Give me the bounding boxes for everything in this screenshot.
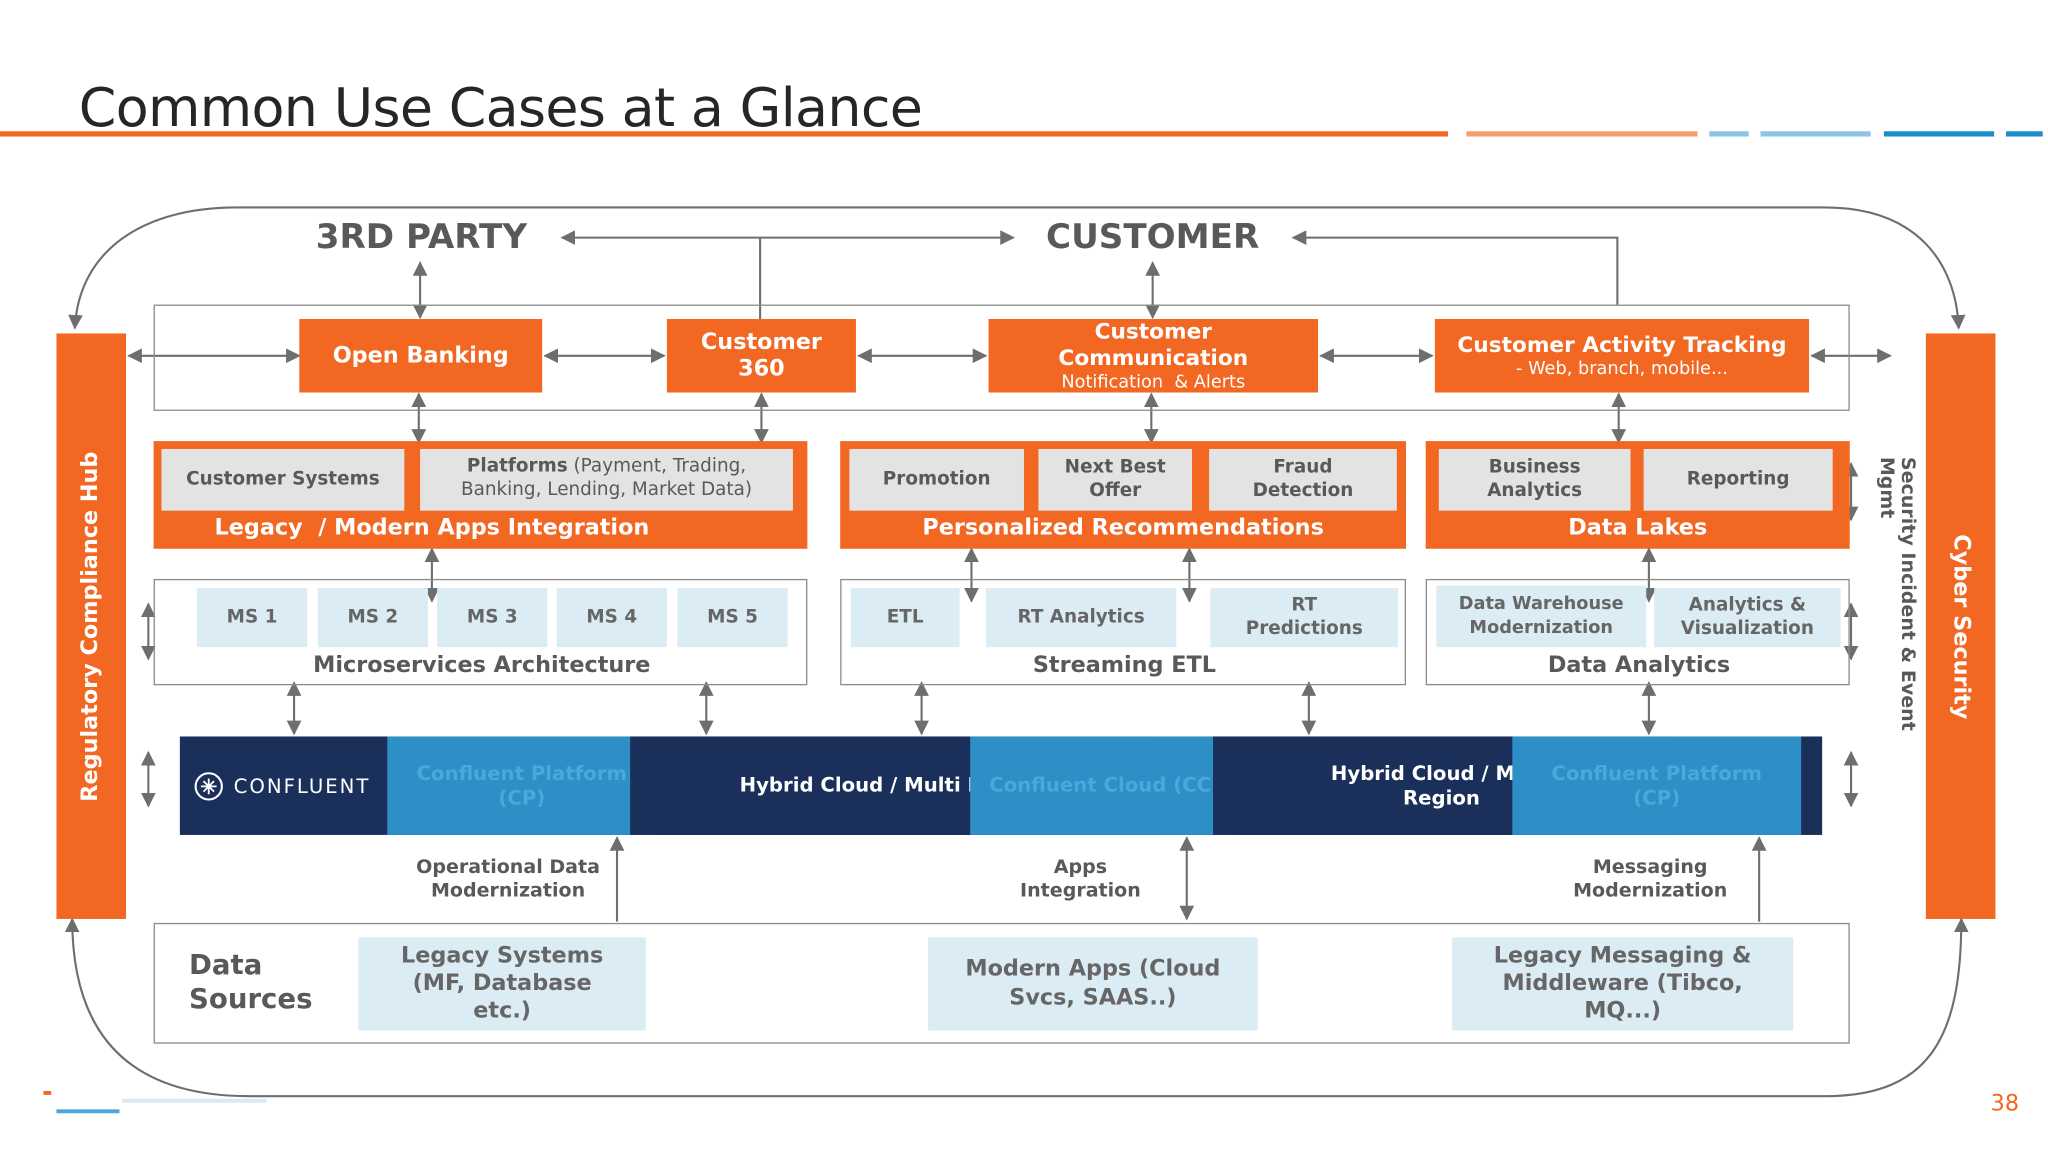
streaming-etl-label: Streaming ETL [1032,652,1217,679]
promotion-box: Promotion [849,448,1024,511]
ms-5-box: MS 5 [677,588,788,648]
customer-label: CUSTOMER [1046,217,1260,258]
title-rule-sky-2 [1760,131,1871,137]
data-analytics-frame: Data Warehouse Modernization Analytics &… [1425,578,1850,686]
legacy-messaging-box: Legacy Messaging & Middleware (Tibco, MQ… [1451,937,1794,1031]
footer-logo-mark [43,1083,274,1117]
confluent-cloud-segment: Confluent Cloud (CC) [970,736,1240,835]
customer-communication-box: Customer Communication Notification & Al… [988,319,1319,393]
regulatory-compliance-bar: Regulatory Compliance Hub [56,333,127,919]
ms-3-box: MS 3 [437,588,548,648]
analytics-visualization-box: Analytics & Visualization [1654,588,1841,648]
next-best-offer-box: Next Best Offer [1038,448,1193,511]
microservices-label: Microservices Architecture [313,652,651,679]
title-rule-sky-1 [1709,131,1749,137]
cyber-security-label: Cyber Security [1947,533,1975,719]
modern-apps-box: Modern Apps (Cloud Svcs, SAAS..) [928,937,1258,1031]
rt-predictions-box: RT Predictions [1210,588,1399,648]
microservices-frame: MS 1 MS 2 MS 3 MS 4 MS 5 Microservices A… [153,578,808,686]
open-banking-label: Open Banking [332,342,509,369]
regulatory-compliance-label: Regulatory Compliance Hub [77,451,105,802]
business-analytics-box: Business Analytics [1438,448,1631,511]
confluent-platform-segment-2: Confluent Platform (CP) [1512,736,1802,835]
data-sources-frame: Data Sources Legacy Systems (MF, Databas… [153,922,1850,1044]
confluent-platform-segment-1: Confluent Platform (CP) [387,736,657,835]
apps-integration-label: Apps Integration [1020,857,1141,903]
fraud-detection-box: Fraud Detection [1209,448,1397,511]
third-party-label: 3RD PARTY [315,217,528,258]
ms-2-box: MS 2 [317,588,428,648]
data-warehouse-box: Data Warehouse Modernization [1436,585,1647,648]
platforms-box: Platforms (Payment, Trading, Banking, Le… [420,448,793,511]
customer-communication-sub: Notification & Alerts [1061,371,1246,393]
security-incident-label: Security Incident & Event Mgmt [1875,456,1919,731]
data-lakes-band: Business Analytics Reporting Data Lakes [1425,441,1850,549]
title-rule-blue-2 [2005,131,2043,137]
legacy-band-label: Legacy / Modern Apps Integration [214,514,650,541]
data-sources-label: Data Sources [189,949,313,1016]
cyber-security-bar: Cyber Security [1925,333,1996,919]
title-rule-blue-1 [1883,131,1995,137]
rt-analytics-box: RT Analytics [985,588,1177,648]
data-lakes-band-label: Data Lakes [1568,514,1708,541]
legacy-systems-box: Legacy Systems (MF, Database etc.) [358,937,646,1031]
personalized-band-label: Personalized Recommendations [922,514,1324,541]
customer-activity-sub: - Web, branch, mobile... [1516,358,1728,380]
title-rule-peach [1466,131,1698,137]
ms-1-box: MS 1 [196,588,308,648]
messaging-modernization-label: Messaging Modernization [1573,857,1728,903]
apps-row-frame [153,304,1850,411]
confluent-bar: CONFLUENT Confluent Platform (CP) Hybrid… [179,736,1823,835]
customer-360-box: Customer 360 [666,319,856,393]
streaming-etl-frame: ETL RT Analytics RT Predictions Streamin… [840,578,1407,686]
title-rule-orange [0,131,1449,137]
confluent-logo: CONFLUENT [193,736,390,834]
operational-data-label: Operational Data Modernization [416,857,600,903]
personalized-band: Promotion Next Best Offer Fraud Detectio… [840,441,1407,549]
etl-box: ETL [850,588,960,648]
customer-activity-label: Customer Activity Tracking [1457,332,1787,358]
platforms-bold: Platforms [466,455,568,477]
customer-systems-box: Customer Systems [161,448,405,511]
customer-activity-box: Customer Activity Tracking - Web, branch… [1434,319,1810,393]
page-number: 38 [1990,1090,2020,1118]
customer-communication-label: Customer Communication [1058,319,1249,371]
confluent-logo-icon [194,771,223,800]
platforms-rest: (Payment, Trading, Banking, Lending, Mar… [461,455,753,500]
legacy-band: Customer Systems Platforms (Payment, Tra… [153,441,808,549]
customer-360-label: Customer 360 [700,329,822,383]
open-banking-box: Open Banking [299,319,543,393]
data-analytics-label: Data Analytics [1547,652,1731,679]
reporting-box: Reporting [1643,448,1833,511]
ms-4-box: MS 4 [556,588,667,648]
confluent-logo-text: CONFLUENT [233,773,371,798]
slide-title: Common Use Cases at a Glance [78,76,923,140]
